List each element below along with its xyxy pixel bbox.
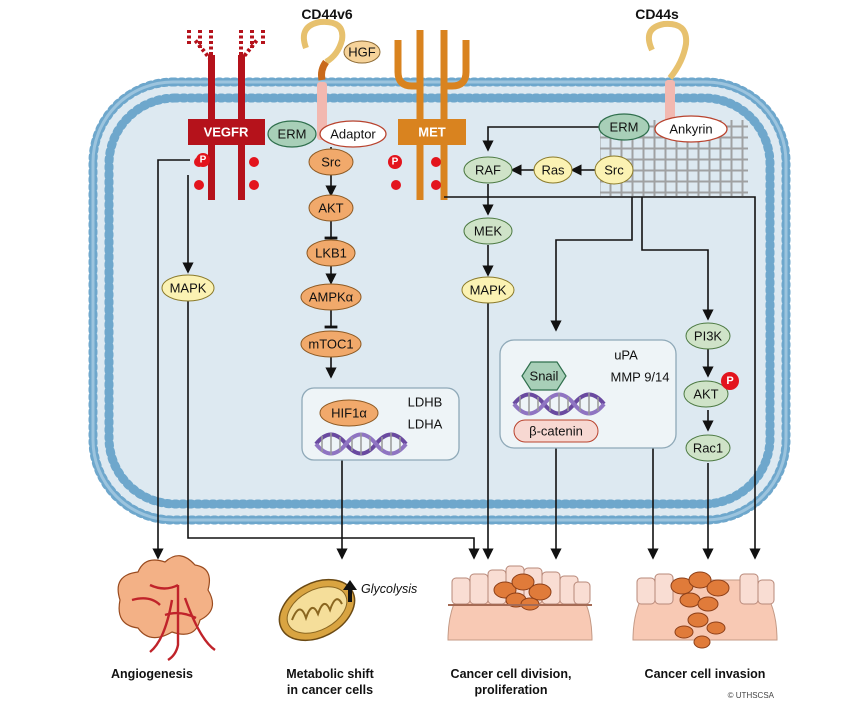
- glycolysis-label: Glycolysis: [361, 582, 417, 596]
- svg-text:Ras: Ras: [541, 163, 565, 178]
- angiogenesis-illustration: [117, 555, 216, 662]
- tissue-proliferation-illustration: [447, 565, 593, 641]
- outcome-division-line2: proliferation: [475, 683, 548, 697]
- outcome-division-line1: Cancer cell division,: [451, 667, 572, 681]
- mitochondria-illustration: [278, 578, 356, 642]
- phospho-badge-akt: P: [721, 372, 739, 390]
- outcome-angiogenesis: Angiogenesis: [111, 667, 193, 681]
- svg-text:MAPK: MAPK: [470, 283, 507, 298]
- svg-text:MEK: MEK: [474, 224, 503, 239]
- svg-text:Src: Src: [321, 155, 341, 170]
- svg-text:ERM: ERM: [278, 127, 307, 142]
- node-mapk-mid: MAPK: [461, 276, 515, 304]
- met-receptor: MET: [394, 30, 470, 200]
- vegfr-receptor: VEGFR: [187, 30, 265, 200]
- svg-text:ERM: ERM: [610, 120, 639, 135]
- svg-text:β-catenin: β-catenin: [529, 424, 583, 439]
- svg-text:LKB1: LKB1: [315, 246, 347, 261]
- label-ldha: LDHA: [408, 417, 443, 432]
- node-akt-right: AKT: [683, 380, 729, 408]
- node-mapk-left: MAPK: [161, 274, 215, 302]
- node-mek: MEK: [463, 217, 513, 245]
- phospho-badge-met: P: [388, 155, 402, 169]
- svg-text:MAPK: MAPK: [170, 281, 207, 296]
- node-raf: RAF: [463, 156, 513, 184]
- cd44v6-receptor: HGF: [300, 18, 381, 140]
- node-bcatenin: β-catenin: [513, 419, 599, 443]
- phospho-badge-vegfr: P: [196, 153, 210, 167]
- svg-text:Adaptor: Adaptor: [330, 127, 376, 142]
- svg-text:AMPKα: AMPKα: [309, 290, 354, 305]
- copyright-text: © UTHSCSA: [728, 691, 775, 700]
- vegfr-box: [188, 119, 265, 145]
- node-src-left: Src: [308, 148, 354, 176]
- node-rac1: Rac1: [685, 434, 731, 462]
- label-upa: uPA: [614, 348, 638, 363]
- node-lkb1: LKB1: [306, 239, 356, 267]
- node-src-right: Src: [594, 155, 634, 185]
- tissue-invasion-illustration: [632, 571, 778, 649]
- svg-text:AKT: AKT: [318, 201, 343, 216]
- svg-text:Ankyrin: Ankyrin: [669, 122, 712, 137]
- node-snail: Snail: [521, 361, 567, 391]
- node-erm-left: ERM: [267, 120, 317, 148]
- svg-text:HIF1α: HIF1α: [331, 406, 367, 421]
- svg-text:Snail: Snail: [530, 369, 559, 384]
- svg-text:P: P: [200, 155, 207, 166]
- up-arrow-icon: [343, 580, 357, 602]
- outcome-metabolic-line1: Metabolic shift: [286, 667, 374, 681]
- node-adaptor: Adaptor: [319, 120, 387, 148]
- svg-text:PI3K: PI3K: [694, 329, 723, 344]
- node-pi3k: PI3K: [685, 322, 731, 350]
- dna-helix-right: [512, 392, 606, 416]
- hgf-label: HGF: [348, 45, 376, 60]
- outcome-metabolic-line2: in cancer cells: [287, 683, 373, 697]
- svg-text:RAF: RAF: [475, 163, 501, 178]
- svg-text:Rac1: Rac1: [693, 441, 723, 456]
- node-hif1a: HIF1α: [319, 399, 379, 427]
- svg-text:Src: Src: [604, 163, 624, 178]
- dna-helix-left: [314, 432, 408, 456]
- svg-text:P: P: [726, 375, 733, 387]
- outcome-invasion: Cancer cell invasion: [645, 667, 766, 681]
- node-ras: Ras: [533, 156, 573, 184]
- label-ldhb: LDHB: [408, 395, 443, 410]
- label-mmp: MMP 9/14: [610, 370, 669, 385]
- cd44s-title: CD44s: [635, 6, 679, 22]
- svg-text:mTOC1: mTOC1: [308, 337, 353, 352]
- cd44v6-title: CD44v6: [301, 6, 353, 22]
- met-label: MET: [418, 125, 446, 140]
- vegfr-label: VEGFR: [204, 125, 249, 140]
- node-ankyrin: Ankyrin: [654, 115, 728, 143]
- node-erm-right: ERM: [598, 113, 650, 141]
- node-mtoc1: mTOC1: [300, 330, 362, 358]
- svg-text:P: P: [392, 157, 399, 168]
- node-ampk: AMPKα: [300, 283, 362, 311]
- node-akt-left: AKT: [308, 194, 354, 222]
- hgf-ligand: [343, 40, 381, 64]
- met-box: [398, 119, 466, 145]
- svg-text:AKT: AKT: [693, 387, 718, 402]
